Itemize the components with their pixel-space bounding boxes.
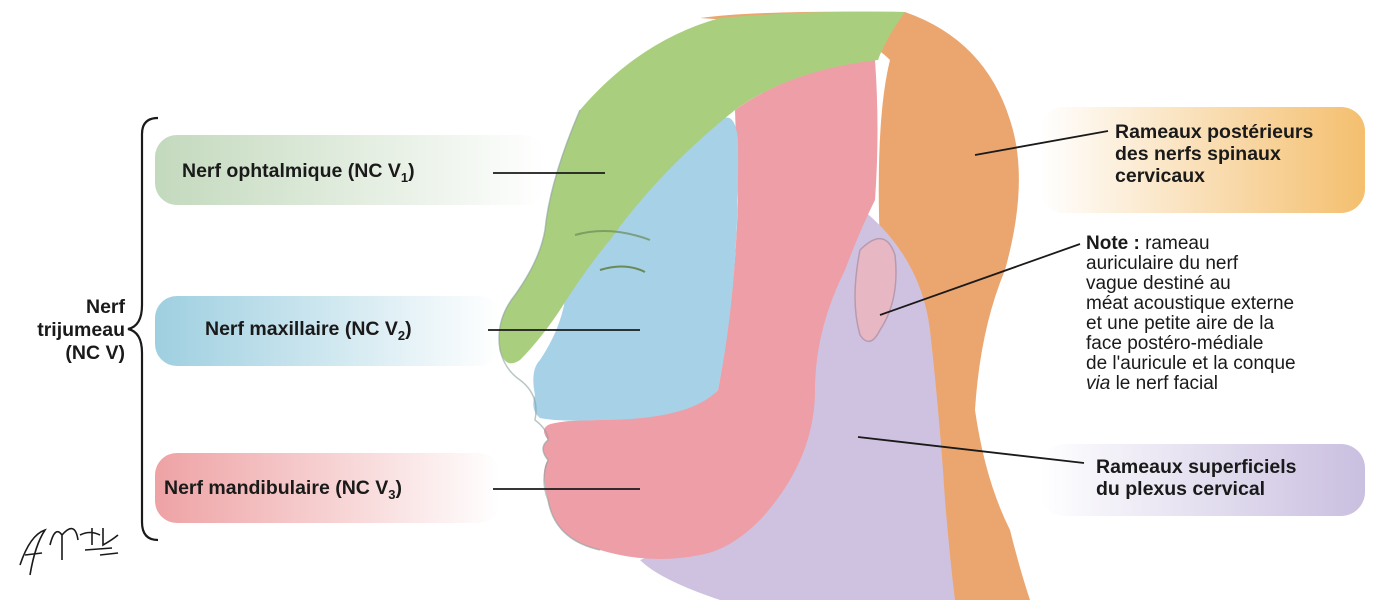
posterior-line-2: des nerfs spinaux	[1115, 143, 1313, 165]
note-line-3: méat acoustique externe	[1086, 294, 1376, 314]
ophthalmic-label-text: Nerf ophtalmique (NC V	[182, 160, 401, 182]
netter-signature	[20, 528, 118, 575]
trigeminal-line-2: trijumeau	[10, 319, 125, 342]
note-line-4: et une petite aire de la	[1086, 314, 1376, 334]
note-last: le nerf facial	[1110, 373, 1218, 394]
maxillary-label-text: Nerf maxillaire (NC V	[205, 318, 398, 340]
trigeminal-line-3: (NC V)	[10, 342, 125, 365]
superficial-plexus-label: Rameaux superficiels du plexus cervical	[1096, 456, 1297, 500]
posterior-line-3: cervicaux	[1115, 165, 1313, 187]
maxillary-label-close: )	[405, 318, 412, 340]
mandibular-label: Nerf mandibulaire (NC V3)	[164, 477, 402, 506]
superficial-line-2: du plexus cervical	[1096, 478, 1297, 500]
note-line-0: rameau	[1145, 233, 1209, 254]
trigeminal-label: Nerf trijumeau (NC V)	[10, 296, 125, 365]
mandibular-label-text: Nerf mandibulaire (NC V	[164, 477, 388, 499]
trigeminal-line-1: Nerf	[10, 296, 125, 319]
posterior-rami-label: Rameaux postérieurs des nerfs spinaux ce…	[1115, 121, 1313, 187]
note-italic: via	[1086, 373, 1110, 394]
ophthalmic-label-close: )	[408, 160, 415, 182]
ophthalmic-label: Nerf ophtalmique (NC V1)	[182, 160, 415, 189]
mandibular-label-close: )	[396, 477, 403, 499]
note-line-5: face postéro-médiale	[1086, 334, 1376, 354]
maxillary-label: Nerf maxillaire (NC V2)	[205, 318, 412, 347]
note-line-2: vague destiné au	[1086, 274, 1376, 294]
ophthalmic-label-sub: 1	[401, 170, 408, 185]
trigeminal-brace	[128, 118, 158, 540]
note-line-6: de l'auricule et la conque	[1086, 354, 1376, 374]
note-line-1: auriculaire du nerf	[1086, 254, 1376, 274]
posterior-line-1: Rameaux postérieurs	[1115, 121, 1313, 143]
mandibular-label-sub: 3	[388, 487, 395, 502]
note-text: Note : rameau auriculaire du nerf vague …	[1086, 234, 1376, 394]
note-bold: Note :	[1086, 233, 1140, 254]
superficial-line-1: Rameaux superficiels	[1096, 456, 1297, 478]
